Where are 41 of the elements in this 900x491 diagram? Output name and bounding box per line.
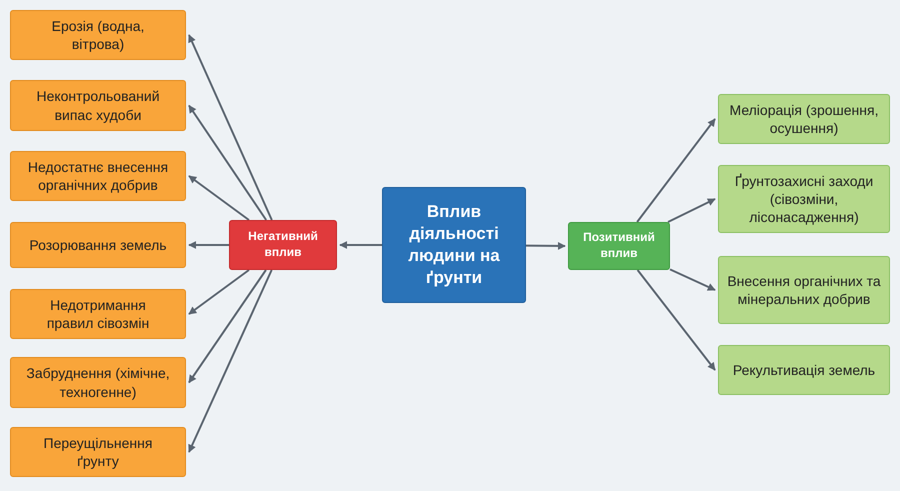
box-text: Неконтрольований випас худоби [35,87,161,124]
arrow [670,268,716,291]
cause-box [10,289,186,339]
box-text: Внесення органічних та мінеральних добрив [727,272,881,308]
measure-box [718,94,890,144]
box-text: Меліорація (зрошення, осушення) [728,100,880,138]
arrow [339,241,382,249]
cause-box [10,427,186,477]
box-text: Рекультивація земель [732,360,876,380]
box-text: Ерозія (водна, вітрова) [50,16,146,54]
measure-box [718,165,890,233]
arrow [188,34,273,220]
arrow [636,118,716,223]
box-text: Забруднення (хімічне, техногенне) [25,364,171,401]
arrow [636,269,716,371]
arrow [668,198,716,223]
arrow [188,269,250,315]
box-text: Негативний вплив [247,229,319,261]
box-text: Недотримання правил сівозмін [46,296,150,332]
topic-box [382,187,526,303]
category-box [229,220,337,270]
category-box [568,222,670,270]
cause-box [10,222,186,268]
cause-box [10,357,186,408]
box-text: Ґрунтозахисні заходи (сівозміни, лісонасадження) [734,172,874,226]
box-text: Переущільнення ґрунту [42,434,154,470]
measure-box [718,256,890,324]
box-text: Вплив діяльності людини на ґрунти [407,200,501,290]
arrow [188,241,229,249]
arrow [188,104,267,221]
box-text: Недостатнє внесення органічних добрив [26,158,170,194]
arrow [188,269,267,384]
cause-box [10,80,186,131]
cause-box [10,151,186,201]
measure-box [718,345,890,395]
arrow [188,270,273,453]
box-text: Розорювання земель [29,236,167,254]
cause-box [10,10,186,60]
box-text: Позитивний вплив [582,230,656,262]
arrow [526,242,566,250]
arrow [188,175,250,221]
